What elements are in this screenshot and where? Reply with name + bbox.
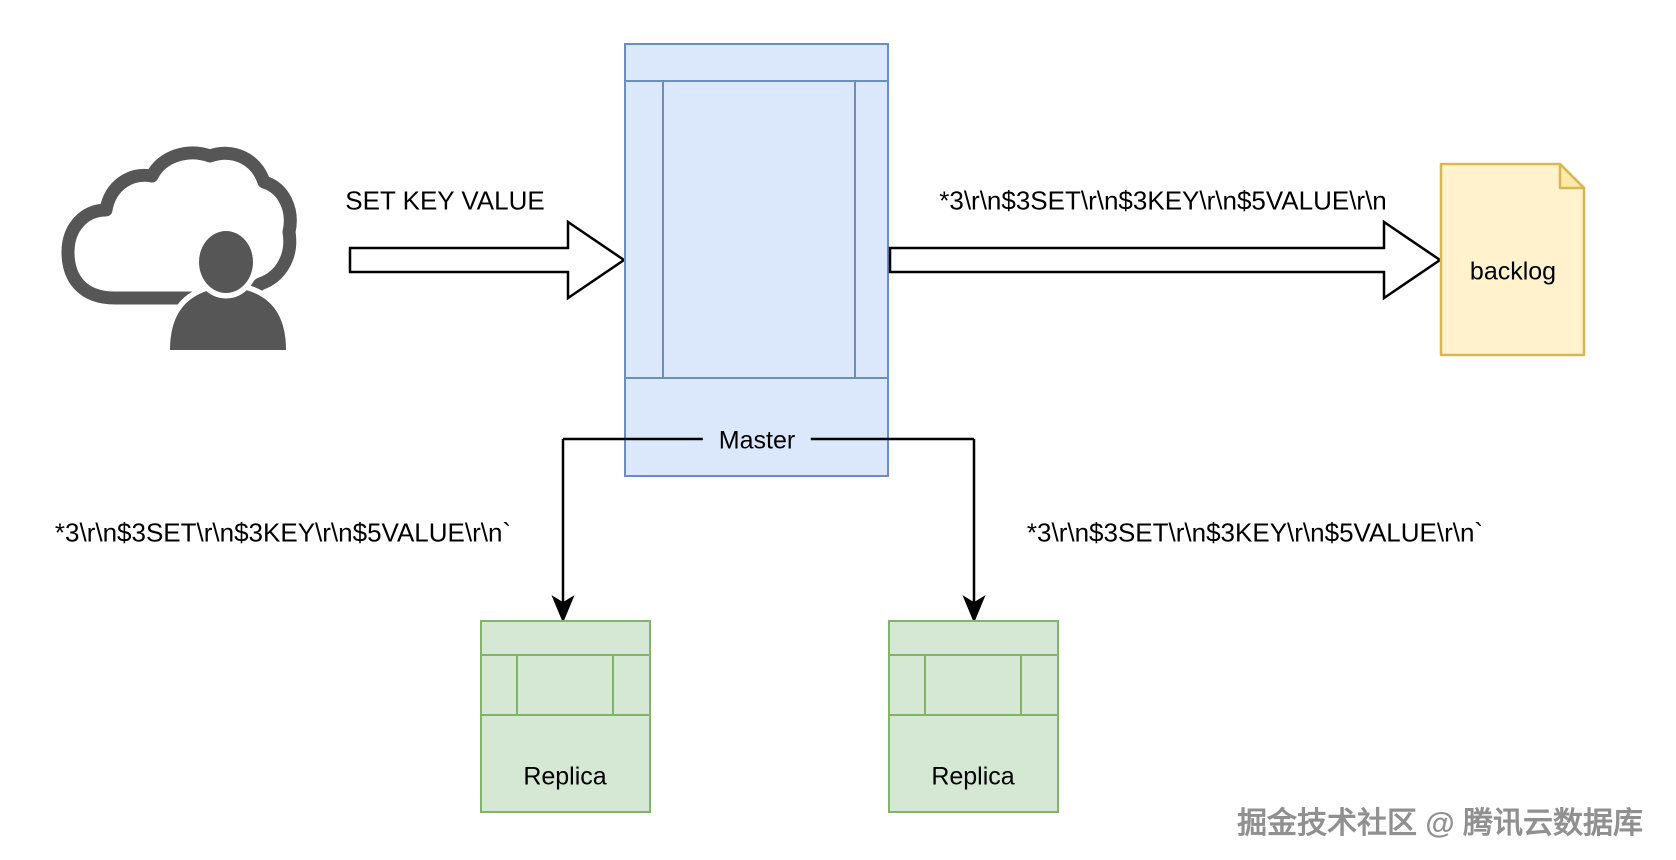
watermark-text: 掘金技术社区 @ 腾讯云数据库 <box>1237 807 1643 840</box>
resp-to-replica-right-label: *3\r\n$3SET\r\n$3KEY\r\n$5VALUE\r\n` <box>1026 517 1484 548</box>
client-command-label: SET KEY VALUE <box>345 185 545 216</box>
replica-left-label: Replica <box>523 762 607 791</box>
master-node <box>624 43 889 477</box>
master-to-backlog-arrow <box>888 219 1443 301</box>
client-to-master-arrow <box>348 219 627 301</box>
resp-to-replica-left-label: *3\r\n$3SET\r\n$3KEY\r\n$5VALUE\r\n` <box>54 517 512 548</box>
replica-right-node <box>888 620 1059 813</box>
backlog-note <box>1439 162 1586 357</box>
replica-right-label: Replica <box>931 762 1015 791</box>
replica-left-node <box>480 620 651 813</box>
resp-to-backlog-label: *3\r\n$3SET\r\n$3KEY\r\n$5VALUE\r\n <box>939 185 1387 216</box>
replica-left-arrowhead <box>551 595 575 623</box>
backlog-label: backlog <box>1469 257 1557 286</box>
replica-right-arrowhead <box>962 595 986 623</box>
cloud-user-icon <box>61 146 297 356</box>
master-label: Master <box>702 424 812 458</box>
